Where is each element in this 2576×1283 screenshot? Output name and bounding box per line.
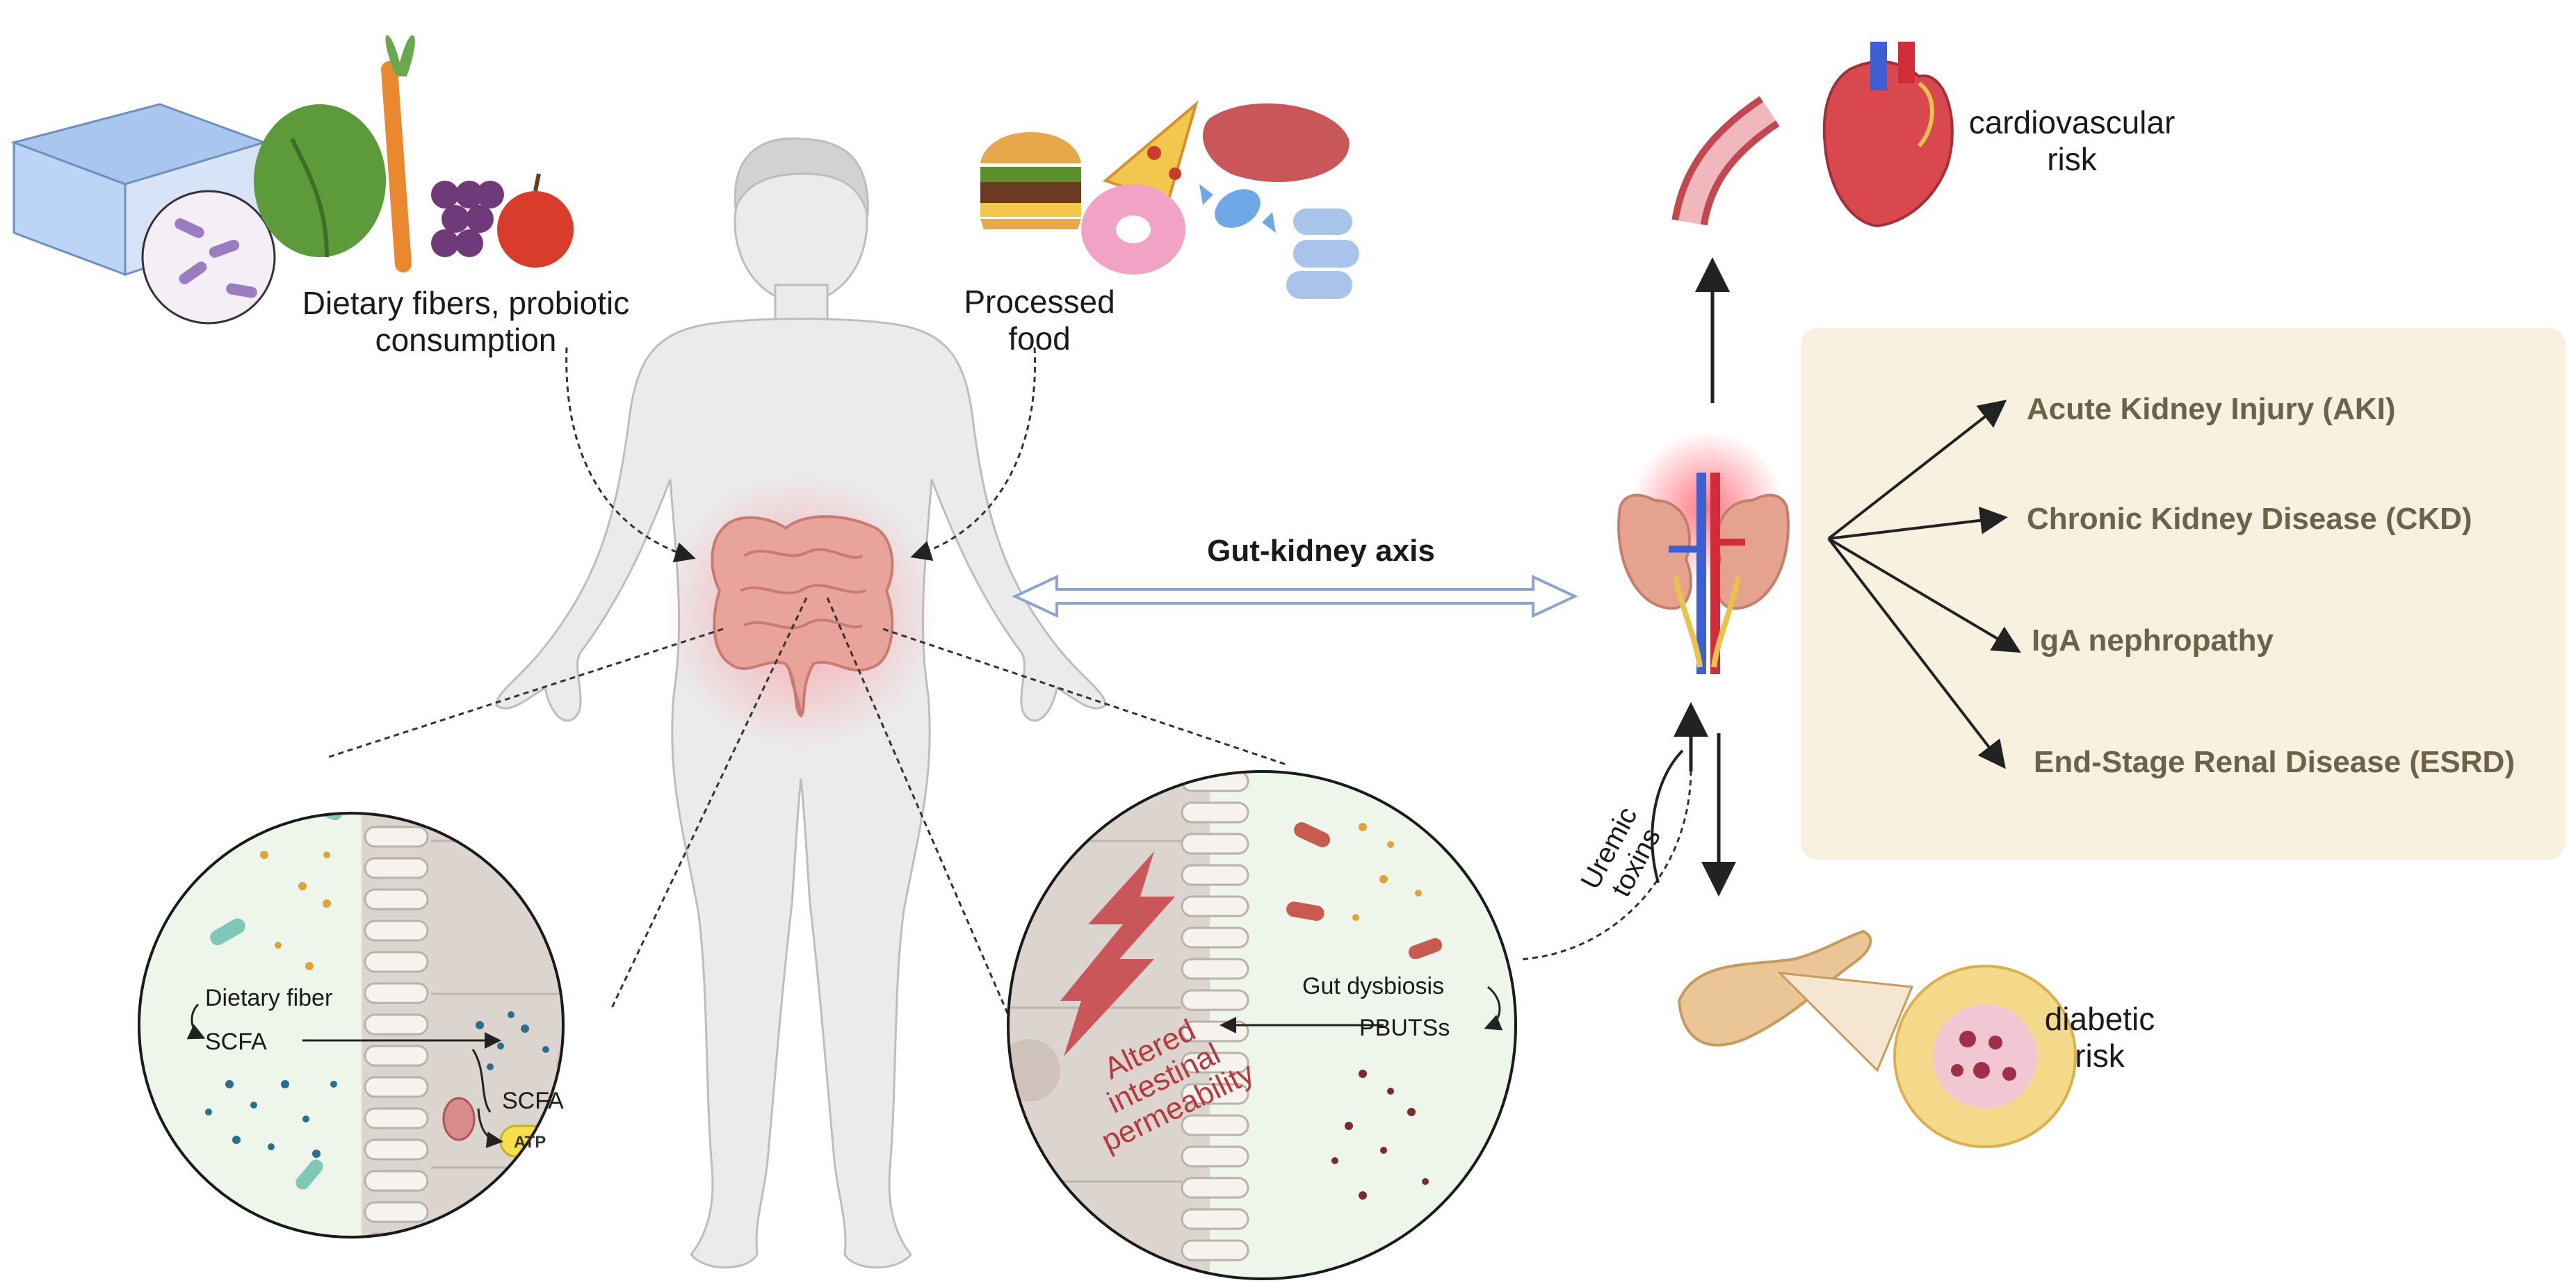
zoom-lines [326, 597, 1287, 1015]
processed-food-label: Processed food [964, 284, 1115, 357]
cardiovascular-risk-label: cardiovascular risk [1968, 104, 2176, 177]
scfa-label: SCFA [205, 1029, 267, 1055]
gut-dysbiosis-label: Gut dysbiosis [1302, 973, 1445, 999]
probiotic-bacteria-icon [141, 190, 276, 325]
gut-kidney-axis-arrow [1012, 574, 1578, 619]
uremic-toxin-curve [1651, 749, 1684, 883]
uremic-toxin-path [1522, 771, 1692, 961]
pancreas-icon [1677, 929, 1914, 1072]
lightning-icon [1060, 851, 1175, 1056]
right-inset-dysbiosis [1007, 770, 1517, 1280]
pbutss-label: PBUTSs [1359, 1015, 1450, 1041]
dietary-fiber-inset-label: Dietary fiber [205, 985, 333, 1011]
fiber-to-gut-arrow [565, 347, 696, 563]
heart-icon [1822, 42, 1954, 228]
processed-food-icons [980, 100, 1359, 299]
processed-to-gut-arrow [910, 347, 1037, 561]
kidneys-icon [1617, 473, 1790, 674]
vegetables-icon [254, 35, 574, 272]
left-inset-healthy-gut [138, 812, 565, 1239]
blood-vessel-icon [1671, 96, 1780, 226]
gut-kidney-axis-label: Gut-kidney axis [1207, 534, 1435, 568]
scfa-cell-label: SCFA [502, 1088, 564, 1114]
dietary-fiber-label: Dietary fibers, probiotic consumption [302, 285, 630, 358]
disease-ckd: Chronic Kidney Disease (CKD) [2027, 502, 2472, 536]
disease-aki: Acute Kidney Injury (AKI) [2027, 392, 2396, 426]
intestines-icon [711, 515, 894, 718]
atp-label: ATP [514, 1133, 546, 1152]
diabetic-risk-label: diabetic risk [2044, 1001, 2155, 1074]
disease-arrows [1827, 400, 2021, 769]
disease-esrd: End-Stage Renal Disease (ESRD) [2034, 745, 2515, 779]
disease-iga: IgA nephropathy [2032, 623, 2274, 657]
pancreatic-islet-icon [1893, 965, 2077, 1148]
kidney-disease-panel [1801, 328, 2566, 860]
